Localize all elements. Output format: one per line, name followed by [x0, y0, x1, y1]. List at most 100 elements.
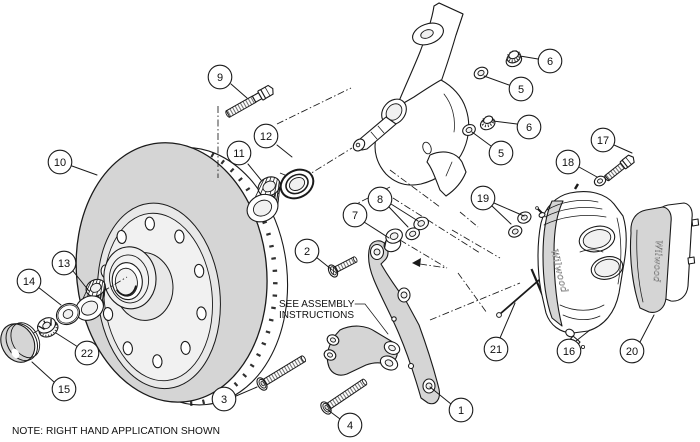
callout-leader [31, 361, 55, 383]
callout-leader [363, 221, 390, 239]
callout-leader [471, 131, 492, 147]
callout-2: 2 [294, 238, 332, 270]
callout-number: 10 [54, 157, 66, 169]
callout-leader [55, 332, 79, 348]
callout-leader [575, 329, 591, 342]
spindle-body-slot [422, 141, 432, 155]
callout-14: 14 [16, 268, 62, 306]
callout-10: 10 [47, 149, 98, 176]
callout-circle [253, 123, 279, 149]
callout-number: 4 [347, 420, 353, 432]
steering-arm-foot-line [445, 161, 453, 177]
rotor-bolt-hole [180, 340, 191, 355]
callout-circle [619, 338, 645, 364]
callout-4: 4 [327, 409, 363, 438]
callout-number: 21 [490, 344, 502, 356]
callout-number: 5 [518, 84, 524, 96]
callout-3: 3 [211, 386, 258, 412]
callout-circle [342, 202, 368, 228]
rotor-bolt-hole [102, 306, 114, 322]
callout-number: 2 [304, 246, 310, 258]
callout-circle [488, 140, 514, 166]
callout-number: 22 [81, 348, 93, 360]
callout-leader [492, 120, 518, 125]
roller-line [99, 281, 104, 299]
callout-circle [337, 412, 363, 438]
callout-circle [74, 340, 100, 366]
bleed-screw [535, 206, 546, 218]
bracket-top-hole [373, 248, 381, 256]
bolt-3 [256, 355, 307, 391]
callout-17: 17 [590, 127, 633, 154]
callout-circle [590, 127, 616, 153]
callout-circle [470, 185, 496, 211]
seal-12 [279, 168, 315, 200]
callout-1: 1 [429, 386, 474, 423]
caliper-top-stud [573, 183, 580, 190]
callout-leader [276, 144, 293, 158]
callout-number: 1 [458, 405, 464, 417]
assembly-note-leader [354, 303, 389, 335]
callout-circle [211, 386, 237, 412]
rotor-bolt-hole [122, 341, 133, 356]
callout-circle [367, 186, 393, 212]
washers-8 [405, 216, 429, 241]
spindle [352, 2, 470, 197]
spindle-shaft-lines [370, 125, 385, 140]
callout-18: 18 [555, 149, 598, 178]
washer-5-upper [473, 66, 489, 80]
callout-circle [508, 76, 534, 102]
roller-line [273, 178, 278, 198]
rotor-bolt-hole [144, 216, 155, 231]
callout-20: 20 [619, 314, 655, 364]
caliper-bracket [323, 240, 440, 405]
callout-leader [71, 165, 98, 176]
callout-circle [537, 48, 563, 74]
assembly-note-line2: INSTRUCTIONS [279, 310, 354, 321]
callout-circle [207, 64, 233, 90]
callout-number: 17 [597, 135, 609, 147]
roller-line [254, 178, 265, 198]
washer-18 [593, 175, 607, 187]
callout-leader [390, 203, 419, 222]
rotor-bolt-hole [174, 229, 185, 244]
callout-number: 3 [221, 394, 227, 406]
callout-leader [578, 166, 598, 178]
inner-bearing-11 [246, 176, 281, 223]
rotor-bolt-hole [196, 306, 207, 321]
dash-arrowhead [412, 258, 421, 267]
callout-number: 7 [352, 210, 358, 222]
washer-14 [55, 302, 81, 326]
callout-circle [294, 238, 320, 264]
callout-circle [16, 268, 42, 294]
callout-22: 22 [55, 332, 100, 366]
bolt-17 [604, 154, 635, 182]
hub-bore-shadow [116, 285, 137, 297]
caliper-left-face [542, 200, 564, 327]
callout-circle [47, 149, 73, 175]
callout-circle [556, 338, 582, 364]
callout-12: 12 [253, 123, 293, 158]
callout-leader [327, 409, 341, 420]
callout-leader [499, 302, 516, 339]
callout-leader [247, 163, 262, 181]
callout-circle [51, 250, 77, 276]
callout-number: 6 [526, 122, 532, 134]
callout-5: 5 [471, 131, 514, 166]
callout-7: 7 [342, 202, 390, 239]
callout-15: 15 [31, 361, 77, 402]
callout-19: 19 [470, 185, 525, 225]
callout-number: 5 [498, 148, 504, 160]
callout-5: 5 [483, 75, 534, 102]
rotor-bolt-hole [152, 354, 163, 369]
rotor-bolt-hole [193, 263, 205, 278]
pad-brand-script: Wilwood [651, 240, 663, 283]
callout-circle [448, 397, 474, 423]
screw-2 [327, 256, 358, 278]
callout-number: 12 [260, 131, 272, 143]
nut-6-lower [479, 115, 496, 131]
spindle-body-contour [443, 93, 455, 133]
callout-leader [37, 286, 62, 306]
